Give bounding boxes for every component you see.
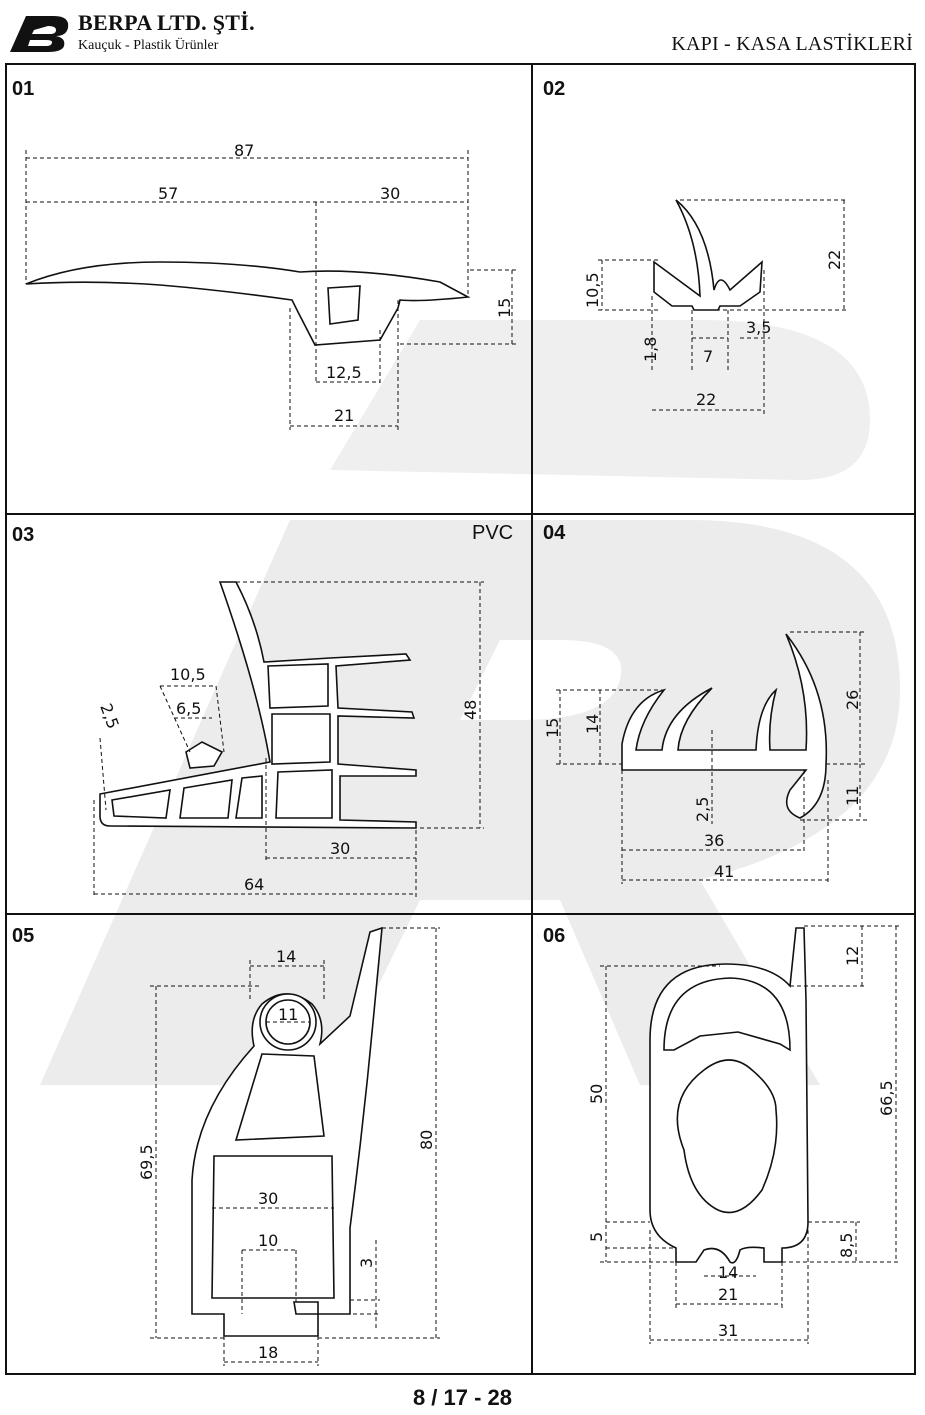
material-label-pvc: PVC xyxy=(472,522,514,544)
dim-11: 11 xyxy=(843,786,862,806)
dim-12: 12 xyxy=(843,946,862,966)
dim-15: 15 xyxy=(543,718,562,738)
panel-number-01: 01 xyxy=(12,78,35,100)
panel-number-03: 03 xyxy=(12,524,35,546)
page-number: 8 / 17 - 28 xyxy=(412,1385,513,1410)
panel-number-06: 06 xyxy=(543,925,566,947)
dim-2-5: 2,5 xyxy=(693,797,712,822)
dim-8-5: 8,5 xyxy=(837,1233,856,1258)
dim-26: 26 xyxy=(843,690,862,710)
grid-divider-row2 xyxy=(5,913,916,915)
profile-grid xyxy=(5,63,916,1375)
document-title: KAPI - KASA LASTİKLERİ xyxy=(671,33,913,55)
grid-divider-row1 xyxy=(5,513,916,515)
dim-6-5: 6,5 xyxy=(176,699,201,718)
dim-31: 31 xyxy=(718,1321,738,1340)
dim-14: 14 xyxy=(276,947,296,966)
dim-36: 36 xyxy=(704,831,724,850)
dim-48: 48 xyxy=(461,700,480,720)
grid-divider-vertical xyxy=(531,63,533,1375)
profile-01: 87 57 30 15 12,5 21 xyxy=(25,141,516,430)
profile-06: 12 50 66,5 5 8,5 14 21 31 xyxy=(587,925,900,1344)
dim-10: 10 xyxy=(258,1231,278,1250)
company-logo xyxy=(10,16,69,52)
profile-02: 22 10,5 1,8 7 3,5 22 xyxy=(583,199,848,414)
company-tagline: Kauçuk - Plastik Ürünler xyxy=(78,38,219,53)
dim-64: 64 xyxy=(244,875,264,894)
dim-18: 18 xyxy=(258,1343,278,1362)
profile-04: 15 14 26 2,5 11 36 41 xyxy=(543,631,868,884)
dim-2-5: 2,5 xyxy=(96,701,123,731)
dim-22-height: 22 xyxy=(825,250,844,270)
dim-21: 21 xyxy=(334,406,354,425)
panel-number-02: 02 xyxy=(543,78,566,100)
page-header: BERPA LTD. ŞTİ. Kauçuk - Plastik Ürünler… xyxy=(0,0,925,62)
profile-03: 10,5 6,5 2,5 48 30 64 xyxy=(93,581,484,898)
dim-69-5: 69,5 xyxy=(137,1144,156,1180)
dim-3: 3 xyxy=(357,1258,376,1268)
panel-number-05: 05 xyxy=(12,925,35,947)
dim-3-5: 3,5 xyxy=(746,318,771,337)
dim-1-8: 1,8 xyxy=(641,337,660,362)
dim-87: 87 xyxy=(234,141,254,160)
panel-number-04: 04 xyxy=(543,522,566,544)
dim-10-5: 10,5 xyxy=(170,665,206,684)
dim-11: 11 xyxy=(278,1005,298,1024)
dim-21: 21 xyxy=(718,1285,738,1304)
dim-30: 30 xyxy=(258,1189,278,1208)
dim-7: 7 xyxy=(703,347,713,366)
dim-12-5: 12,5 xyxy=(326,363,362,382)
dim-41: 41 xyxy=(714,862,734,881)
dim-30: 30 xyxy=(330,839,350,858)
profile-05: 14 11 69,5 80 30 10 3 18 xyxy=(137,926,440,1366)
company-name: BERPA LTD. ŞTİ. xyxy=(78,10,255,35)
dim-15: 15 xyxy=(495,298,514,318)
dim-57: 57 xyxy=(158,184,178,203)
dim-50: 50 xyxy=(587,1084,606,1104)
dim-80: 80 xyxy=(417,1130,436,1150)
dim-5: 5 xyxy=(587,1232,606,1242)
dim-66-5: 66,5 xyxy=(877,1080,896,1116)
dim-10-5: 10,5 xyxy=(583,272,602,308)
dim-30: 30 xyxy=(380,184,400,203)
dim-14: 14 xyxy=(583,714,602,734)
dim-14: 14 xyxy=(718,1263,738,1282)
dim-22-width: 22 xyxy=(696,390,716,409)
